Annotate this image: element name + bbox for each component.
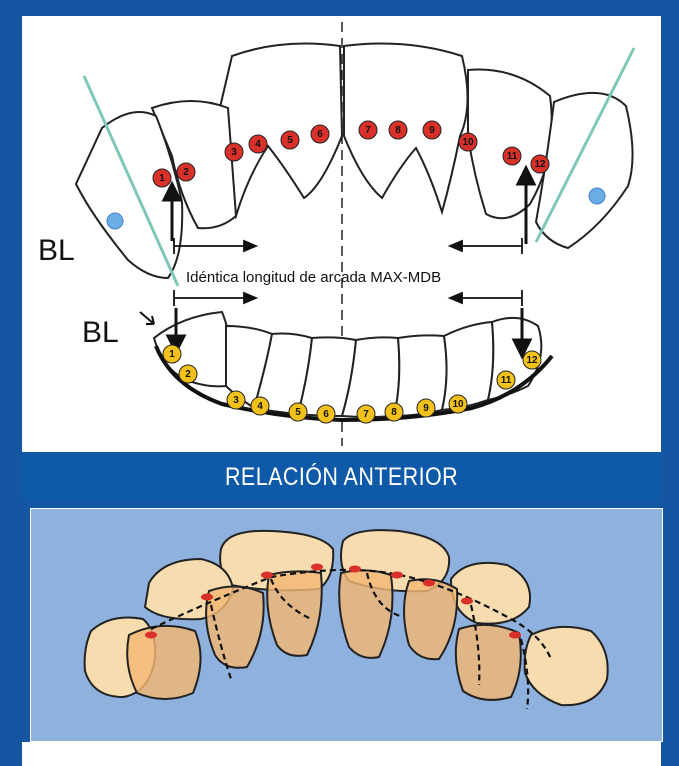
upper-lateral-incisor-left [150,100,238,230]
reference-line-right [534,47,636,243]
upper-vertical-arrows [161,164,537,244]
upper-lateral-incisor-right [467,68,553,220]
upper-marker-label-1: 1 [159,173,165,184]
lower-vertical-arrows [165,308,533,360]
lower-marker-7 [356,404,376,424]
lower-incisor-1 [266,570,323,657]
upper-marker-label-2: 2 [183,167,189,178]
upper-marker-label-8: 8 [395,125,401,136]
upper-marker-1 [152,168,172,188]
lower-marker-1 [162,344,182,364]
upper-marker-6 [310,124,330,144]
upper-marker-8 [388,120,408,140]
dental-arch-diagram: BL BL Idéntica longitud de arcada MAX-MD… [38,22,636,446]
lower-marker-9 [416,398,436,418]
lower-premolar-right [440,320,495,412]
lower-marker-label-6: 6 [323,409,329,420]
lower-canine-right [454,623,522,701]
upper-lateral-right-outline [449,561,531,625]
arch-length-panel: BL BL Idéntica longitud de arcada MAX-MD… [22,16,661,452]
upper-marker-12 [530,154,550,174]
bl-pointer-arrow [139,311,155,325]
lower-incisor-outlines [126,569,522,701]
lower-marker-2 [178,364,198,384]
lower-incisor-4 [205,585,265,669]
anterior-relation-panel [30,508,663,742]
upper-marker-label-5: 5 [287,135,293,146]
arch-length-arrows [173,238,523,306]
upper-marker-7 [358,120,378,140]
upper-marker-5 [280,130,300,150]
lower-marker-3 [226,390,246,410]
bottom-margin [22,742,661,766]
upper-marker-label-4: 4 [255,139,261,150]
lower-marker-label-12: 12 [526,355,538,366]
lower-incisor-3 [403,578,459,661]
reference-dot-left [106,212,124,230]
lower-marker-label-4: 4 [257,401,263,412]
lower-marker-label-1: 1 [169,349,175,360]
upper-marker-label-7: 7 [365,125,371,136]
lower-marker-12 [522,350,542,370]
lower-marker-10 [448,394,468,414]
anterior-relation-diagram [83,529,609,710]
upper-marker-2 [176,162,196,182]
reference-dot-right [588,187,606,205]
upper-marker-label-3: 3 [231,147,237,158]
arrow-up-right-head [515,164,537,186]
upper-marker-label-11: 11 [507,151,518,162]
upper-marker-10 [458,132,478,152]
bl-label-lower: BL [82,316,119,349]
section-banner: RELACIÓN ANTERIOR [22,452,661,502]
lower-marker-label-2: 2 [185,369,191,380]
lower-marker-6 [316,404,336,424]
upper-marker-11 [502,146,522,166]
lower-canine-left [126,624,202,700]
lower-marker-label-3: 3 [233,395,239,406]
upper-marker-label-12: 12 [534,159,546,170]
arch-length-caption: Idéntica longitud de arcada MAX-MDB [186,269,441,286]
upper-marker-3 [224,142,244,162]
upper-canine-right-outline [523,625,609,707]
upper-marker-label-10: 10 [462,137,474,148]
anterior-contact-points [145,563,521,639]
upper-marker-label-9: 9 [429,125,435,136]
lower-marker-label-5: 5 [295,407,301,418]
lower-marker-label-8: 8 [391,407,397,418]
upper-marker-4 [248,134,268,154]
lower-marker-label-7: 7 [363,409,369,420]
lower-marker-11 [496,370,516,390]
lower-marker-label-10: 10 [452,399,464,410]
upper-canine-right [534,92,634,250]
upper-marker-label-6: 6 [317,129,323,140]
lower-arch-contour [154,345,554,423]
section-title: RELACIÓN ANTERIOR [224,462,459,491]
reference-line-left [82,75,180,287]
arrow-up-left-head [161,180,183,202]
bl-label-upper: BL [38,234,75,267]
lower-marker-4 [250,396,270,416]
upper-marker-9 [422,120,442,140]
lower-marker-5 [288,402,308,422]
lower-marker-8 [384,402,404,422]
lower-marker-label-11: 11 [501,375,512,386]
dashed-contact-contours [150,568,553,710]
lower-incisor-2 [338,569,394,659]
lower-marker-label-9: 9 [423,403,429,414]
